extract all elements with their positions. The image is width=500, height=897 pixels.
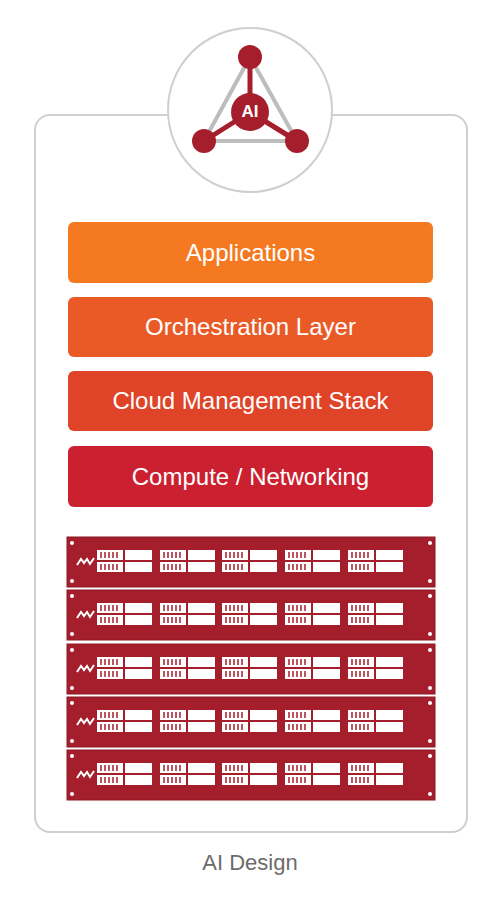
caption: AI Design	[0, 850, 500, 876]
layer-band: Compute / Networking	[68, 446, 433, 507]
server-rack	[67, 537, 435, 587]
layer-label: Applications	[186, 239, 315, 267]
layer-band: Orchestration Layer	[68, 297, 433, 357]
outer-frame	[35, 115, 467, 832]
layer-band: Cloud Management Stack	[68, 371, 433, 431]
server-rack	[67, 590, 435, 640]
logo-circle	[168, 28, 332, 192]
server-stack	[67, 537, 435, 800]
server-rack	[67, 644, 435, 694]
ai-logo	[192, 45, 309, 153]
layer-label: Compute / Networking	[132, 463, 369, 491]
server-rack	[67, 750, 435, 800]
layer-band: Applications	[68, 222, 433, 283]
ai-node: AI	[231, 93, 269, 131]
layer-label: Orchestration Layer	[145, 313, 356, 341]
layer-label: Cloud Management Stack	[112, 387, 388, 415]
logo-label: AI	[242, 102, 259, 122]
server-rack	[67, 697, 435, 747]
circle-fill	[231, 93, 269, 131]
